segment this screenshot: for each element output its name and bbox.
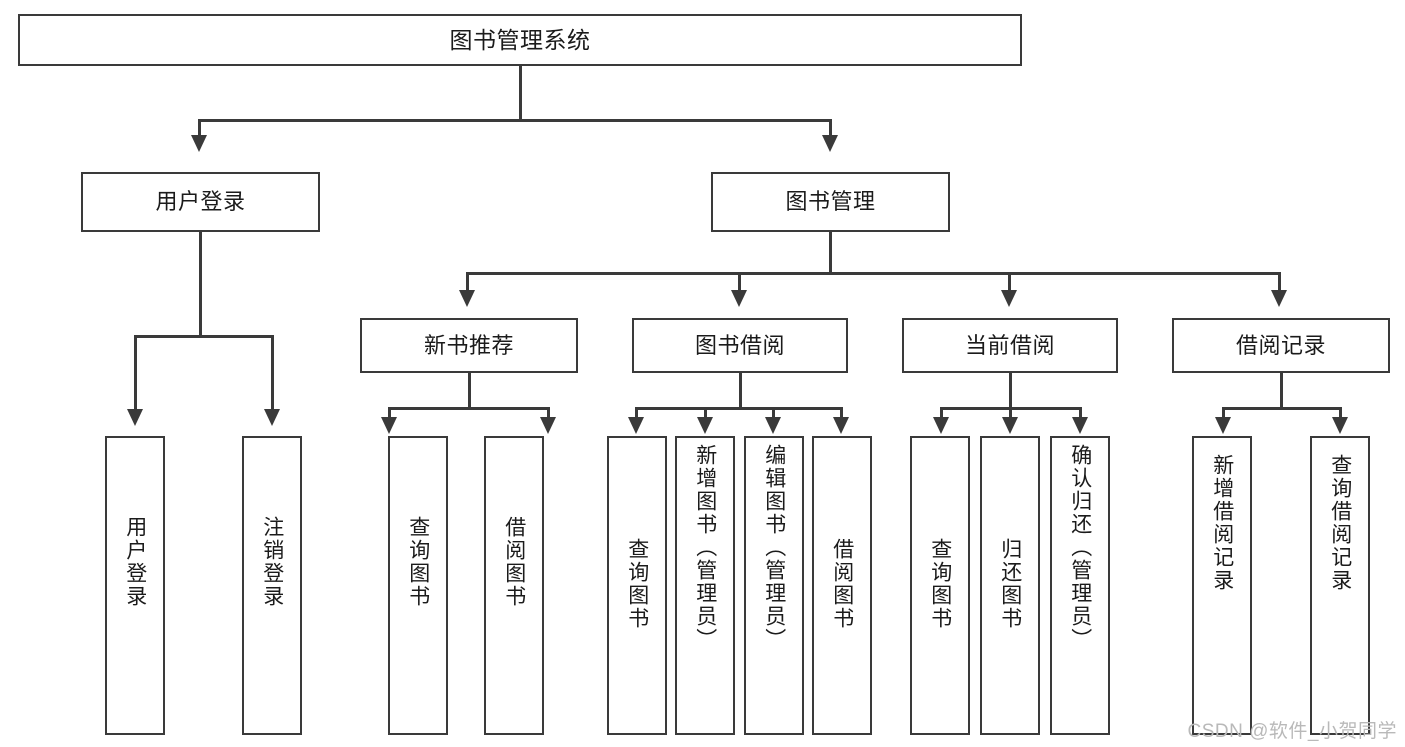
connector-user-login-bar [134, 335, 274, 338]
leaf-borrow-record-query-record[interactable]: 查询借阅记录 [1310, 436, 1370, 735]
connector-br-child-2 [1339, 407, 1342, 419]
node-label: 归还图书 [998, 538, 1022, 630]
connector-nbr-child-1 [388, 407, 391, 419]
node-label: 查询图书 [406, 516, 430, 608]
node-label: 借阅记录 [1235, 332, 1326, 358]
connector-root-bar [198, 119, 832, 122]
connector-bb-stem [739, 373, 742, 409]
node-label: 查询图书 [928, 538, 952, 630]
connector-user-login-child-2 [271, 335, 274, 411]
arrow-bm-child-3 [1001, 290, 1017, 307]
connector-nbr-child-2 [547, 407, 550, 419]
leaf-book-borrow-borrow-book[interactable]: 借阅图书 [812, 436, 872, 735]
connector-root-to-book-management [829, 119, 832, 137]
arrow-user-login-child-2 [264, 409, 280, 426]
node-label: 新书推荐 [423, 332, 514, 358]
leaf-current-borrow-return-book[interactable]: 归还图书 [980, 436, 1040, 735]
arrow-bb-child-4 [833, 417, 849, 434]
connector-cb-child-2 [1009, 407, 1012, 419]
node-book-borrow[interactable]: 图书借阅 [632, 318, 848, 373]
arrow-nbr-child-1 [381, 417, 397, 434]
leaf-book-borrow-query-book[interactable]: 查询图书 [607, 436, 667, 735]
leaf-user-login-login[interactable]: 用户登录 [105, 436, 165, 735]
connector-bm-child-1 [466, 272, 469, 292]
node-label: 用户登录 [123, 516, 147, 608]
arrow-bb-child-2 [697, 417, 713, 434]
arrow-cb-child-2 [1002, 417, 1018, 434]
connector-book-management-bar [466, 272, 1278, 275]
arrow-br-child-2 [1332, 417, 1348, 434]
arrow-nbr-child-2 [540, 417, 556, 434]
connector-user-login-stem [199, 232, 202, 336]
connector-bb-bar [635, 407, 843, 410]
arrow-bm-child-1 [459, 290, 475, 307]
connector-cb-child-3 [1079, 407, 1082, 419]
arrow-bb-child-3 [765, 417, 781, 434]
leaf-borrow-record-add-record[interactable]: 新增借阅记录 [1192, 436, 1252, 735]
arrow-bm-child-2 [731, 290, 747, 307]
connector-bm-child-2 [738, 272, 741, 292]
connector-bb-child-2 [704, 407, 707, 419]
node-label: 查询借阅记录 [1328, 454, 1352, 592]
node-label: 编辑图书（管理员） [762, 444, 786, 651]
connector-nbr-stem [468, 373, 471, 409]
node-root-book-management-system[interactable]: 图书管理系统 [18, 14, 1022, 66]
arrow-bb-child-1 [628, 417, 644, 434]
connector-root-stem [519, 66, 522, 120]
node-label: 确认归还（管理员） [1068, 444, 1092, 651]
node-label: 新增借阅记录 [1210, 454, 1234, 592]
node-label: 图书借阅 [694, 332, 785, 358]
node-borrow-record[interactable]: 借阅记录 [1172, 318, 1390, 373]
node-book-management[interactable]: 图书管理 [711, 172, 950, 232]
connector-bm-child-3 [1008, 272, 1011, 292]
node-label: 查询图书 [625, 538, 649, 630]
node-label: 当前借阅 [964, 332, 1055, 358]
node-label: 图书管理 [785, 189, 876, 214]
connector-br-child-1 [1222, 407, 1225, 419]
connector-user-login-child-1 [134, 335, 137, 411]
leaf-book-borrow-add-book-admin[interactable]: 新增图书（管理员） [675, 436, 735, 735]
connector-book-management-stem [829, 232, 832, 274]
connector-nbr-bar [388, 407, 550, 410]
arrow-user-login-child-1 [127, 409, 143, 426]
node-current-borrow[interactable]: 当前借阅 [902, 318, 1118, 373]
connector-bb-child-3 [772, 407, 775, 419]
node-label: 注销登录 [260, 516, 284, 608]
arrow-br-child-1 [1215, 417, 1231, 434]
node-label: 新增图书（管理员） [693, 444, 717, 651]
connector-bb-child-4 [840, 407, 843, 419]
leaf-current-borrow-query-book[interactable]: 查询图书 [910, 436, 970, 735]
connector-cb-stem [1009, 373, 1012, 409]
arrow-cb-child-3 [1072, 417, 1088, 434]
connector-root-to-user-login [198, 119, 201, 137]
leaf-current-borrow-confirm-return-admin[interactable]: 确认归还（管理员） [1050, 436, 1110, 735]
arrow-root-to-user-login [191, 135, 207, 152]
node-label: 图书管理系统 [449, 26, 591, 53]
node-label: 借阅图书 [830, 538, 854, 630]
connector-cb-child-1 [940, 407, 943, 419]
arrow-root-to-book-management [822, 135, 838, 152]
leaf-new-book-borrow-book[interactable]: 借阅图书 [484, 436, 544, 735]
leaf-user-login-logout[interactable]: 注销登录 [242, 436, 302, 735]
node-label: 用户登录 [155, 189, 246, 214]
node-user-login[interactable]: 用户登录 [81, 172, 320, 232]
connector-br-stem [1280, 373, 1283, 409]
arrow-bm-child-4 [1271, 290, 1287, 307]
connector-bb-child-1 [635, 407, 638, 419]
node-new-book-recommend[interactable]: 新书推荐 [360, 318, 578, 373]
leaf-new-book-query-book[interactable]: 查询图书 [388, 436, 448, 735]
leaf-book-borrow-edit-book-admin[interactable]: 编辑图书（管理员） [744, 436, 804, 735]
connector-br-bar [1222, 407, 1342, 410]
arrow-cb-child-1 [933, 417, 949, 434]
connector-bm-child-4 [1278, 272, 1281, 292]
node-label: 借阅图书 [502, 516, 526, 608]
